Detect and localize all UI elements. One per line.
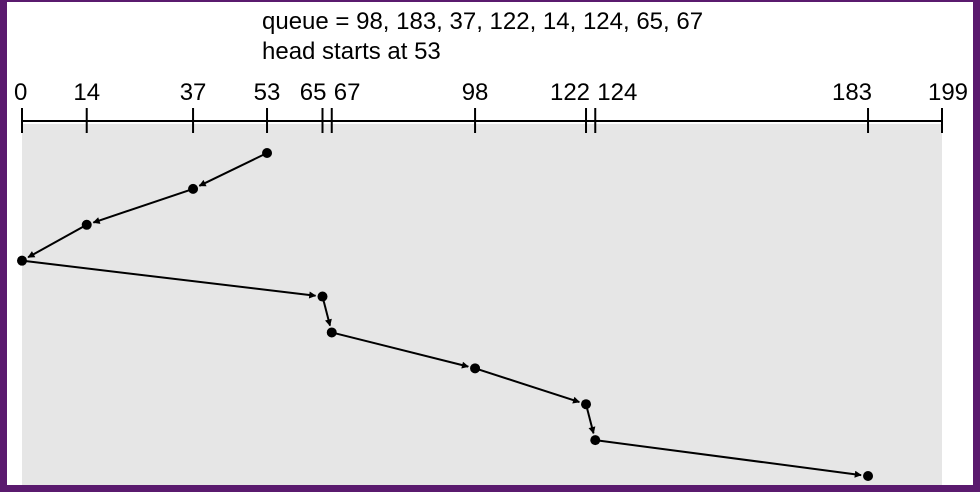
axis-tick-labels: 0 14 37 53 65 67 98 122 124 183 199 [14,79,968,106]
tick-label-122: 122 [550,79,590,106]
queue-text: queue = 98, 183, 37, 122, 14, 124, 65, 6… [262,8,704,35]
head-position-183 [863,471,874,481]
tick-label-65: 65 [300,79,327,106]
head-position-0 [17,255,27,266]
head-start-text: head starts at 53 [262,38,441,65]
axis-ticks [21,108,943,133]
tick-label-199: 199 [928,79,968,106]
head-move-122-to-124 [585,403,596,435]
tick-label-0: 0 [14,79,27,106]
head-move-124-to-183 [595,439,862,478]
tick-label-124: 124 [597,79,637,106]
plot-area [22,124,942,485]
head-position-98 [470,363,481,374]
head-move-98-to-122 [474,367,581,404]
tick-label-98: 98 [462,79,489,106]
head-move-37-to-14 [92,187,194,224]
tick-label-53: 53 [254,79,281,106]
tick-label-183: 183 [832,79,872,106]
head-move-65-to-67 [321,296,332,327]
head-position-122 [581,399,592,410]
head-move-67-to-98 [331,331,469,369]
tick-label-37: 37 [180,79,207,106]
tick-label-67: 67 [334,79,361,106]
head-move-53-to-37 [198,152,268,187]
head-positions [17,148,874,481]
head-position-14 [81,219,92,230]
head-path [21,152,862,478]
head-position-65 [317,291,328,302]
head-move-14-to-0 [27,223,88,259]
head-position-124 [590,435,601,446]
head-move-0-to-65 [21,259,317,299]
head-position-37 [188,183,199,194]
head-position-67 [326,327,337,338]
tick-label-14: 14 [73,79,100,106]
head-position-53 [262,148,273,158]
